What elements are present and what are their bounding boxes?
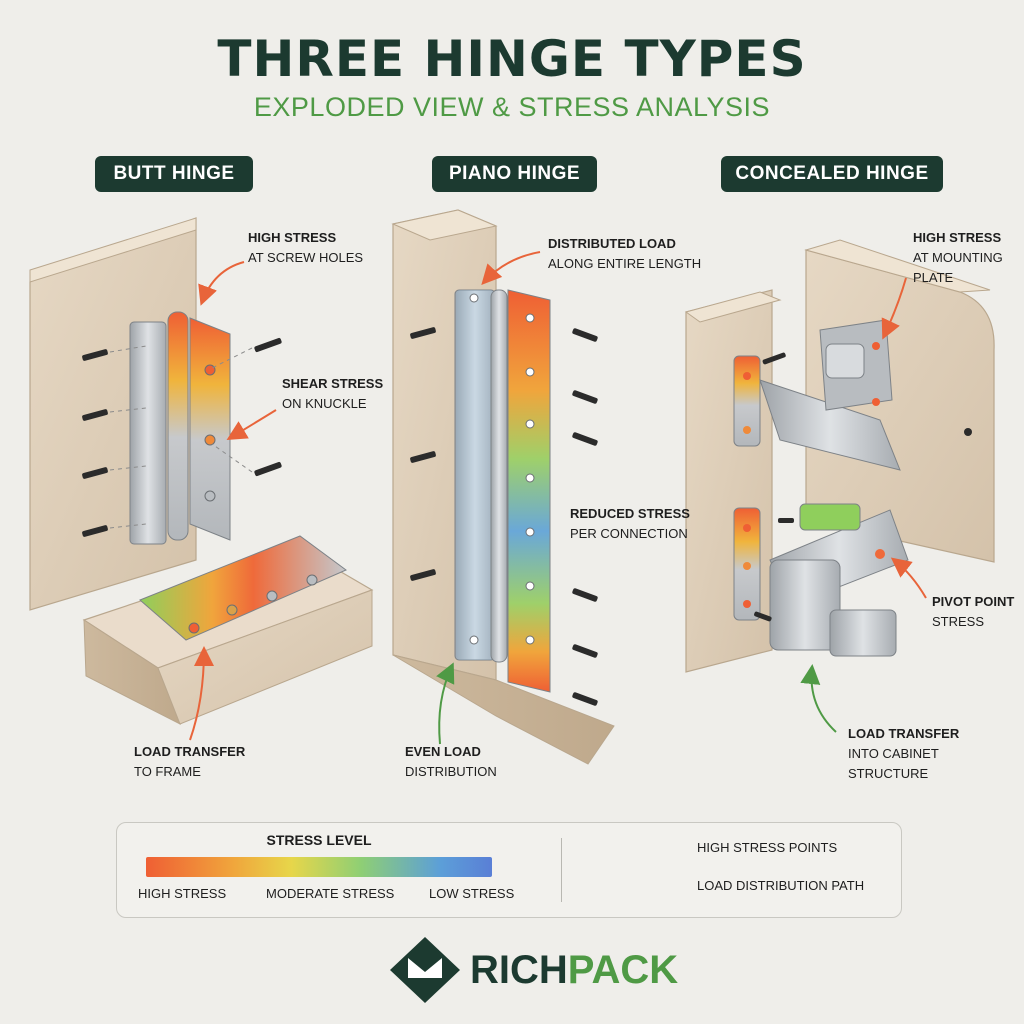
- piano-hinge-illustration: [391, 209, 615, 765]
- page-title: THREE HINGE TYPES: [217, 30, 807, 88]
- brand-part-2: PACK: [567, 948, 679, 992]
- legend-tick-high: HIGH STRESS: [138, 886, 227, 901]
- page-subtitle: EXPLODED VIEW & STRESS ANALYSIS: [253, 92, 771, 122]
- stress-gradient-bar: [146, 857, 492, 877]
- badge-butt-hinge: BUTT HINGE: [95, 156, 253, 192]
- richpack-logo-icon: [390, 937, 460, 1003]
- legend-tick-moderate: MODERATE STRESS: [266, 886, 395, 901]
- butt-hinge-illustration: [29, 217, 374, 741]
- legend-tick-low: LOW STRESS: [429, 886, 515, 901]
- brand-part-1: RICH: [470, 948, 568, 992]
- legend-load-path-label: LOAD DISTRIBUTION PATH: [697, 878, 865, 893]
- brand-wordmark: RICHPACK: [470, 948, 678, 993]
- legend-high-stress-label: HIGH STRESS POINTS: [697, 840, 838, 855]
- legend-title: STRESS LEVEL: [266, 832, 372, 848]
- badge-piano-hinge: PIANO HINGE: [432, 156, 597, 192]
- concealed-hinge-illustration: [684, 239, 995, 733]
- legend-divider: [561, 838, 562, 902]
- badge-concealed-hinge: CONCEALED HINGE: [721, 156, 943, 192]
